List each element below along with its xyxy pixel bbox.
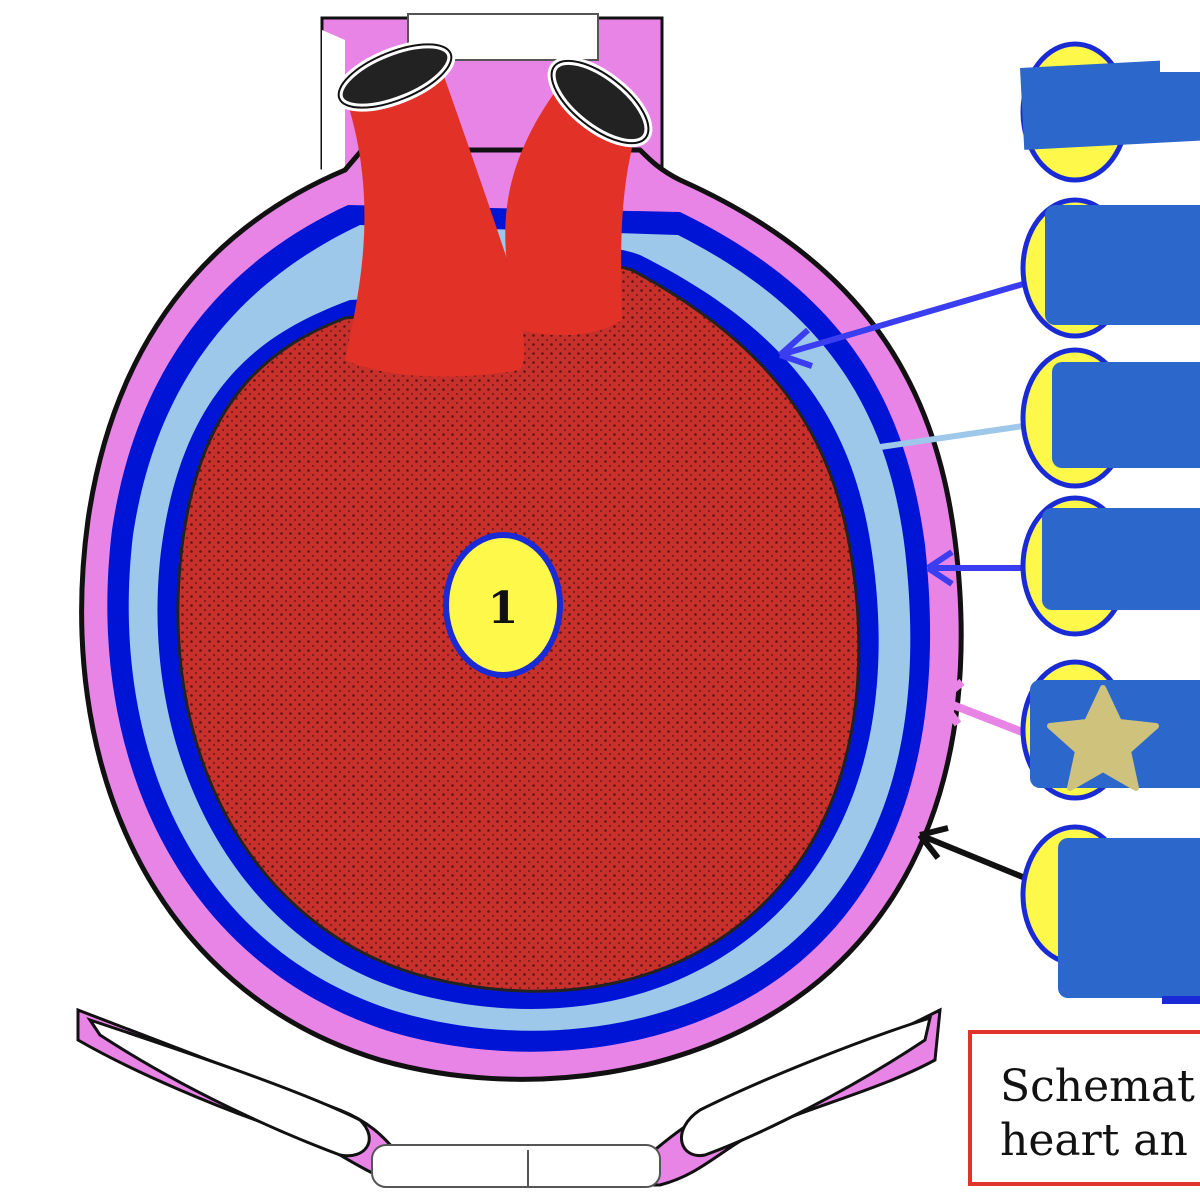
label-slot-f[interactable] [1023, 827, 1200, 1004]
label-slot-c[interactable] [1023, 350, 1200, 486]
label-slots [1020, 44, 1200, 1004]
caption-line-1: Schemat [1000, 1060, 1195, 1114]
center-marker: 1 [446, 535, 560, 675]
label-slot-b[interactable] [1023, 200, 1200, 336]
label-slot-a[interactable] [1020, 44, 1200, 180]
center-marker-label: 1 [488, 583, 519, 634]
caption-text: Schemat heart an [1000, 1060, 1195, 1168]
label-slot-e[interactable] [1023, 662, 1200, 798]
label-slot-d[interactable] [1023, 498, 1200, 634]
caption-box: Schemat heart an [968, 1030, 1200, 1186]
caption-line-2: heart an [1000, 1114, 1195, 1168]
